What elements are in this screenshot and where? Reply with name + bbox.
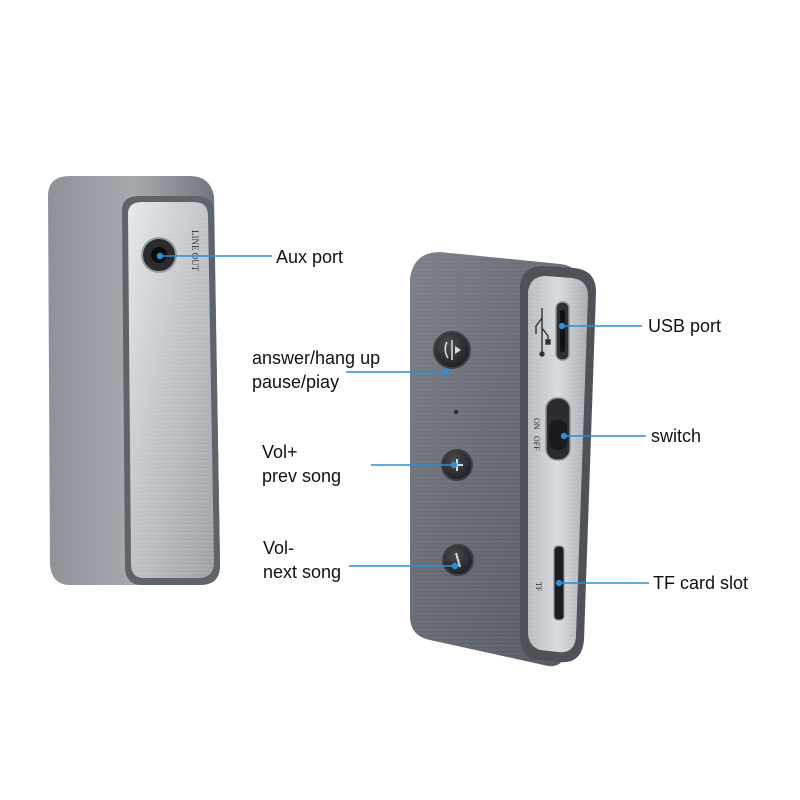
phone-play-icon [444, 340, 461, 360]
vol-up-label-line2: prev song [262, 466, 342, 486]
tf-label: TF [534, 582, 543, 592]
left-device: LINE OUT [48, 176, 220, 585]
line-out-label: LINE OUT [190, 230, 200, 272]
minus-icon [455, 552, 461, 568]
tf-card-slot-label: TF card slot [653, 573, 749, 593]
vol-up-label-line1: Vol+ [262, 442, 298, 462]
usb-icon [535, 308, 551, 357]
switch-label: switch [651, 426, 702, 446]
switch-on-label: ON [532, 418, 541, 430]
answer-label-line1: answer/hang up [252, 348, 381, 368]
switch-off-label: OFF [532, 436, 541, 451]
callout-lines [156, 252, 649, 587]
power-switch-knob[interactable] [549, 420, 567, 450]
usb-port-label: USB port [648, 316, 722, 336]
aux-port-label: Aux port [276, 247, 344, 267]
vol-down-label-line1: Vol- [263, 538, 295, 558]
right-device: ON OFF TF [410, 252, 596, 667]
indicator-led [453, 409, 459, 415]
answer-label-line2: pause/piay [252, 372, 340, 392]
vol-down-label-line2: next song [263, 562, 342, 582]
